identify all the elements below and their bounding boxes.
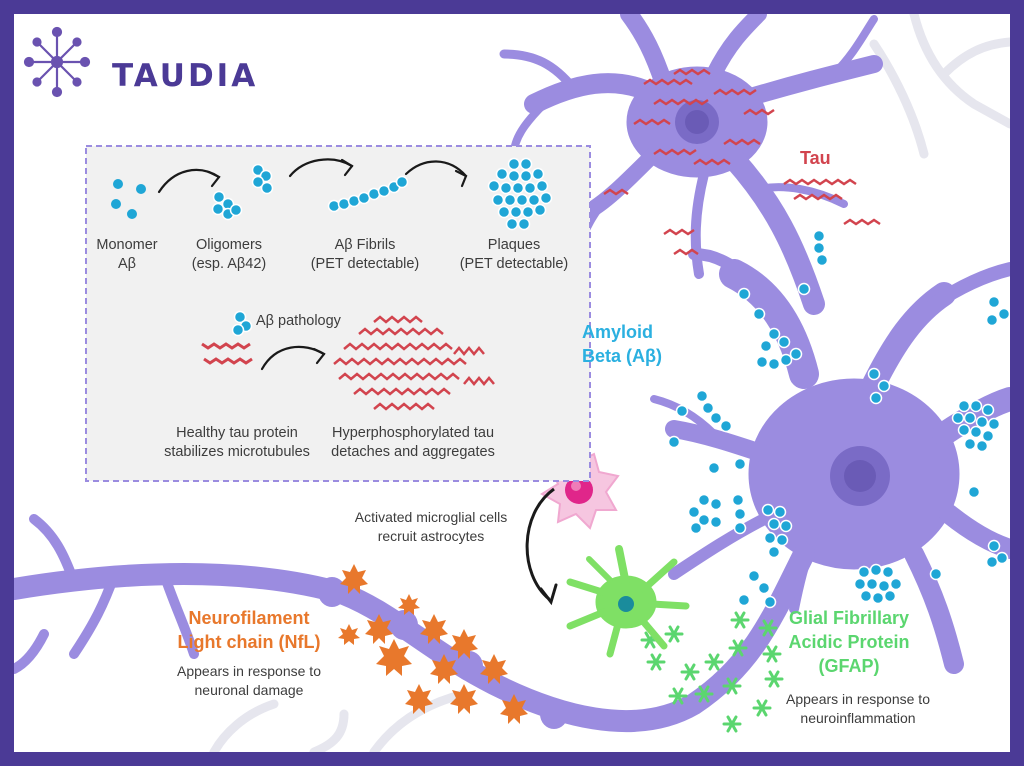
logo-mark-icon — [23, 26, 91, 98]
tau-tangles-neuron — [603, 68, 881, 256]
axon-nodes — [318, 577, 568, 729]
tau-tangle-glyph — [333, 315, 495, 411]
stage-label-monomer: Monomer Aβ — [96, 237, 158, 272]
amyloid-label: Amyloid Beta (Aβ) — [582, 322, 662, 366]
neuron-illustration — [14, 14, 1010, 752]
background-dendrites — [209, 14, 1010, 752]
healthy-tau-glyph — [201, 342, 253, 365]
tau-stage-aggregated: Hyperphosphorylated tau detaches and agg… — [331, 425, 495, 460]
tau-stage-healthy: Healthy tau protein stabilizes microtubu… — [164, 425, 310, 460]
gfap-title: Glial Fibrillary Acidic Protein (GFAP) — [788, 608, 910, 676]
inset-arrows — [157, 158, 468, 371]
diagram-card: TAUDIA Monomer Aβ Oligomers (esp. Aβ42) … — [14, 14, 1010, 752]
tau-label: Tau — [800, 148, 831, 168]
nfl-title: Neurofilament Light chain (NfL) — [177, 608, 321, 652]
microglia-arrow — [525, 487, 555, 601]
astrocyte-nucleus — [618, 596, 634, 612]
microglia-note: Activated microglial cells recruit astro… — [354, 509, 508, 544]
nfl-markers — [338, 564, 528, 724]
axon-terminals — [14, 514, 199, 674]
main-neuron — [650, 248, 1010, 674]
brand-name: TAUDIA — [112, 58, 259, 94]
abeta-legend-label: Aβ pathology — [256, 313, 341, 329]
stage-label-plaques: Plaques (PET detectable) — [459, 237, 569, 272]
gfap-note: Appears in response to neuroinflammation — [786, 691, 930, 726]
stage-label-oligomers: Oligomers (esp. Aβ42) — [191, 237, 267, 272]
gfap-markers — [640, 611, 784, 733]
stage-label-fibrils: Aβ Fibrils (PET detectable) — [310, 237, 420, 272]
monomer-glyph — [111, 179, 146, 219]
nfl-note: Appears in response to neuronal damage — [177, 663, 321, 698]
